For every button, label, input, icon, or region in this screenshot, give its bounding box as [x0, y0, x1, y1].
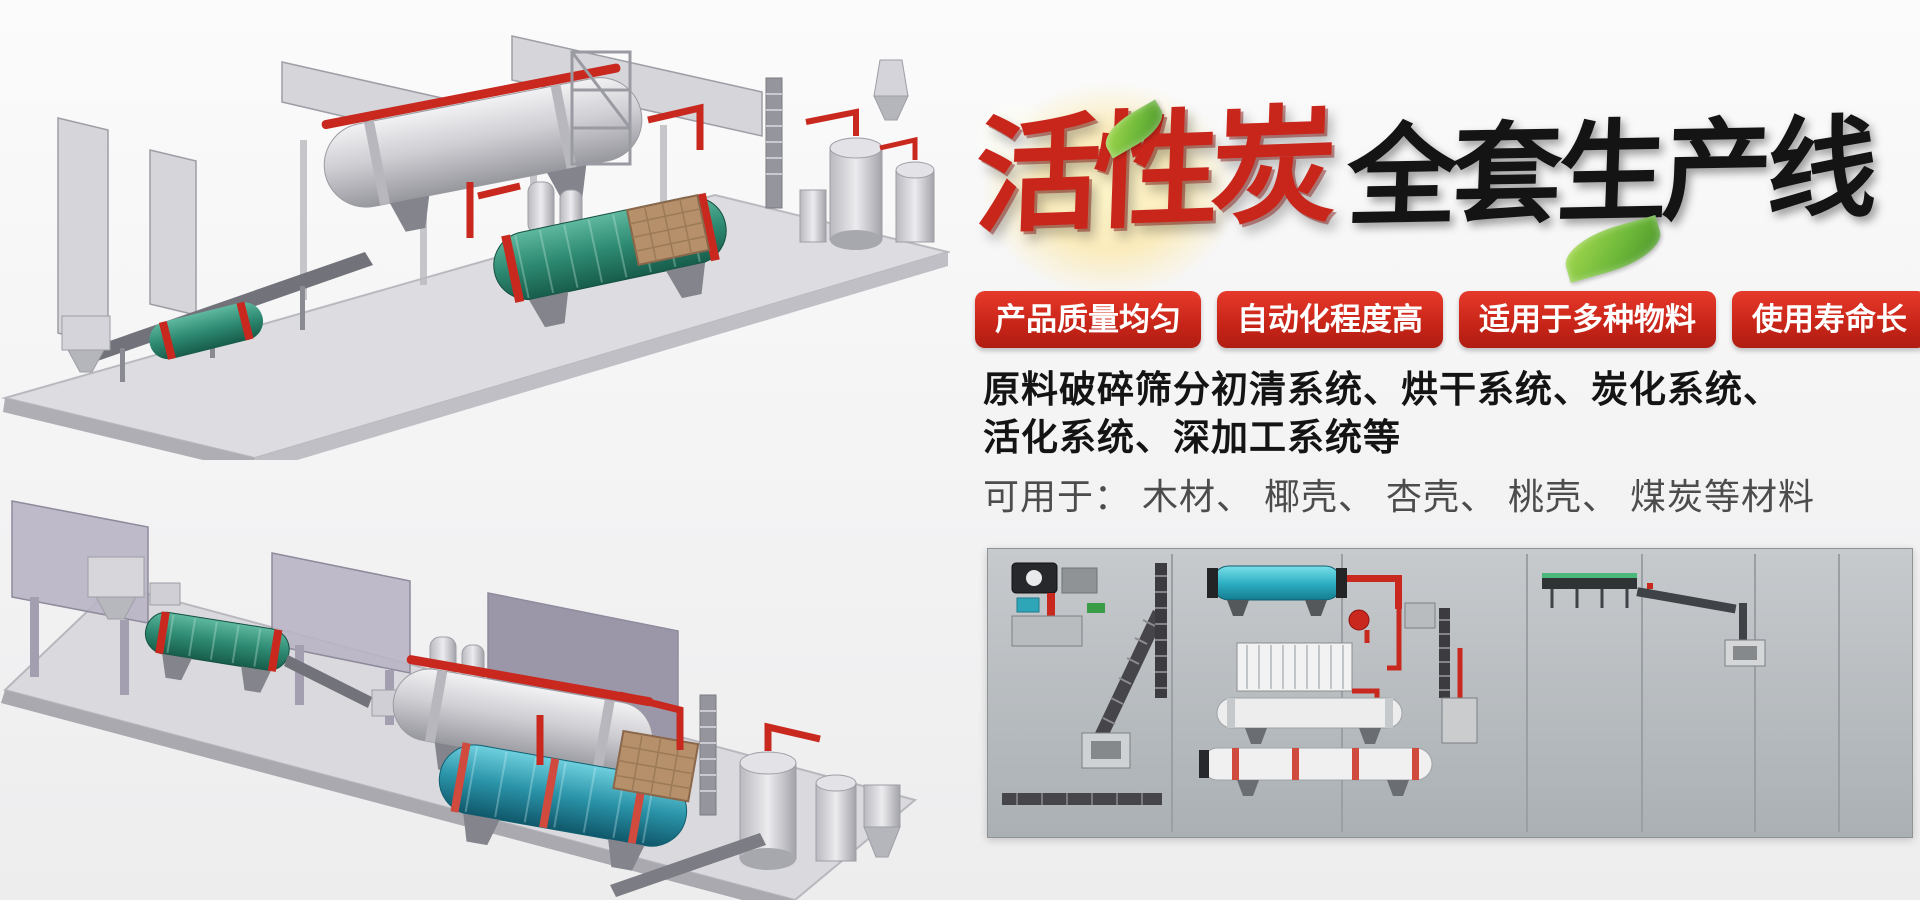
diagram-bucket-elevator-left: [1155, 563, 1167, 698]
red-piping-top: [466, 103, 704, 238]
bucket-elevator-bottom: [699, 694, 717, 816]
diagram-packing-conveyor: [1542, 573, 1653, 608]
support-tower-top: [570, 50, 632, 166]
red-piping-bottom: [536, 691, 821, 765]
description-line-2: 活化系统、深加工系统等: [983, 417, 1401, 459]
description-line-1: 原料破碎筛分初清系统、烘干系统、炭化系统、: [983, 369, 1781, 410]
discharge-conveyor-bottom: [610, 833, 766, 897]
furnace-tank-cluster-bottom: [739, 751, 901, 870]
diagram-teal-dryer: [1207, 565, 1436, 631]
diagram-inclined-conveyor: [1081, 610, 1165, 769]
diagram-bottom-conveyor: [1002, 793, 1162, 805]
diagram-crusher-cluster: [1011, 562, 1105, 647]
sparkle-decoration: [970, 95, 1060, 185]
brick-furnace-bottom: [612, 729, 700, 803]
furnace-tank-cluster-top: [799, 59, 935, 250]
activation-drum-bottom: [438, 742, 688, 871]
small-rotary-screen-top: [149, 301, 264, 360]
diagram-section-lines: [1171, 554, 1840, 832]
feed-hopper-top: [61, 315, 111, 373]
brick-furnace-top: [625, 193, 711, 267]
feature-badges: 产品质量均匀 自动化程度高 适用于多种物料 使用寿命长: [975, 291, 1920, 348]
bucket-elevator-top: [765, 77, 783, 209]
system-description: 原料破碎筛分初清系统、烘干系统、炭化系统、 活化系统、深加工系统等: [983, 366, 1781, 462]
diagram-carbonization-cylinder: [1216, 697, 1403, 744]
badge-lifespan: 使用寿命长: [1732, 291, 1920, 348]
badge-materials: 适用于多种物料: [1459, 291, 1716, 348]
production-line-render-top: [1, 35, 950, 460]
diagram-heat-exchanger: [1236, 642, 1353, 692]
feed-hopper-bottom: [87, 556, 181, 620]
diagram-elevator-right: [1439, 608, 1478, 744]
badge-quality: 产品质量均匀: [975, 291, 1201, 348]
production-line-render-bottom: [1, 500, 918, 900]
hero-title: 活性炭 全套生产线: [930, 40, 1905, 340]
badge-automation: 自动化程度高: [1217, 291, 1443, 348]
applicable-materials: 可用于： 木材、 椰壳、 杏壳、 桃壳、 煤炭等材料: [983, 476, 1816, 517]
title-black-text: 全套生产线: [1345, 107, 1875, 240]
production-line-layout-diagram: [987, 548, 1913, 838]
diagram-cooling-cylinder: [1199, 747, 1433, 796]
rotary-screen-bottom: [144, 611, 290, 693]
rotary-dryer-drum-top: [321, 63, 643, 232]
light-glow-decoration: [930, 40, 1290, 340]
diagram-discharge-conveyor: [1636, 587, 1766, 667]
